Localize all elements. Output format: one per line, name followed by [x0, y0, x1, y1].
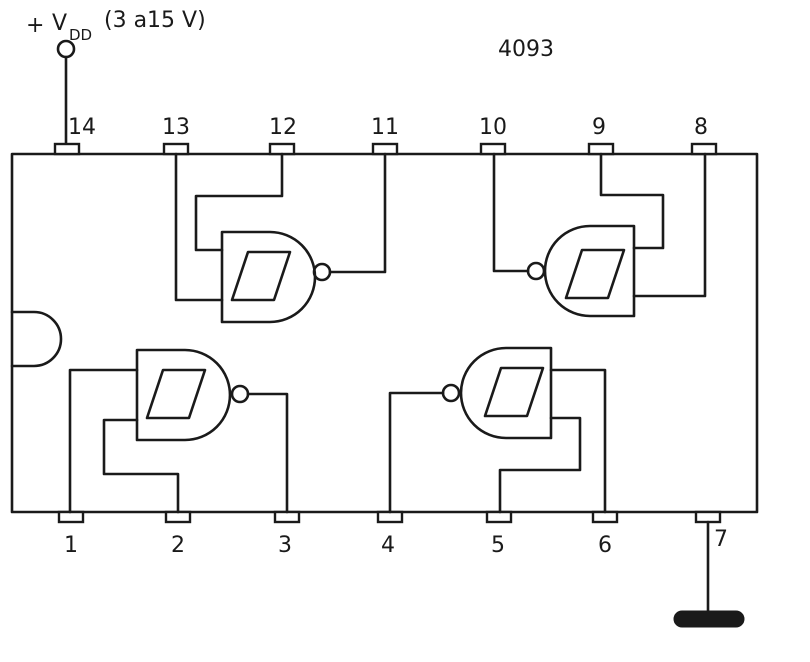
pin-label-14: 14	[68, 115, 96, 140]
wire-gate-to-pin4	[388, 391, 445, 514]
wire-gate-to-pin11	[328, 152, 387, 274]
wire-pin8-to-gate	[632, 152, 707, 298]
supply-subscript: DD	[69, 26, 92, 44]
schmitt-hysteresis-symbol	[230, 250, 292, 302]
inverter-bubble	[312, 262, 332, 282]
gate-top-right	[492, 152, 707, 318]
inverter-bubble	[441, 383, 461, 403]
wire-pin6-to-gate	[549, 368, 607, 514]
part-number: 4093	[498, 37, 554, 62]
supply-terminal	[56, 39, 76, 59]
nand-body	[543, 224, 636, 318]
schmitt-hysteresis-symbol	[564, 248, 626, 300]
pin-7	[694, 510, 722, 524]
gate-bottom-left	[68, 348, 289, 514]
pin-1	[57, 510, 85, 524]
pin-12	[268, 142, 296, 156]
pin-label-2: 2	[171, 533, 185, 558]
wire-gate-to-pin3	[246, 392, 289, 514]
pin-label-5: 5	[491, 533, 505, 558]
pin-label-9: 9	[592, 115, 606, 140]
wire-gate-to-pin10	[492, 152, 530, 273]
pin-label-10: 10	[479, 115, 507, 140]
nand-body	[459, 346, 553, 440]
pin-label-3: 3	[278, 533, 292, 558]
pin-2	[164, 510, 192, 524]
orientation-notch	[10, 310, 63, 368]
schmitt-hysteresis-symbol	[145, 368, 207, 420]
pin-10	[479, 142, 507, 156]
ground-bar	[673, 610, 745, 628]
wire-pin2-to-gate	[102, 418, 180, 514]
pin-label-7: 7	[714, 527, 728, 552]
pin-label-6: 6	[598, 533, 612, 558]
nand-body	[135, 348, 232, 442]
pin-4	[376, 510, 404, 524]
supply-range: (3 a15 V)	[104, 8, 206, 33]
pin-13	[162, 142, 190, 156]
bottom-pin-labels: 1 2 3 4 5 6 7	[64, 527, 728, 558]
pin-label-13: 13	[162, 115, 190, 140]
pin-5	[485, 510, 513, 524]
pin-6	[591, 510, 619, 524]
gate-bottom-right	[388, 346, 607, 514]
pin-3	[273, 510, 301, 524]
pin-8	[690, 142, 718, 156]
pin-label-11: 11	[371, 115, 399, 140]
supply-name: V	[52, 11, 67, 36]
inverter-bubble	[526, 261, 546, 281]
wire-pin5-to-gate	[498, 416, 582, 514]
schmitt-hysteresis-symbol	[483, 366, 545, 418]
wire-pin13-to-gate	[174, 152, 224, 302]
bottom-pins	[57, 510, 722, 524]
pin-label-8: 8	[694, 115, 708, 140]
pin-9	[587, 142, 615, 156]
pin-label-1: 1	[64, 533, 78, 558]
pin-label-12: 12	[269, 115, 297, 140]
inverter-bubble	[230, 384, 250, 404]
pin-14	[53, 142, 81, 156]
pin-11	[371, 142, 399, 156]
gate-top-left	[174, 152, 387, 324]
supply-plus-sign: +	[26, 13, 44, 38]
pin-label-4: 4	[381, 533, 395, 558]
wire-pin1-to-gate	[68, 368, 139, 514]
top-pins	[53, 142, 718, 156]
wire-pin9-to-gate	[599, 152, 665, 250]
nand-body	[220, 230, 317, 324]
top-pin-labels: 14 13 12 11 10 9 8	[68, 115, 708, 140]
wire-pin12-to-gate	[194, 152, 284, 252]
